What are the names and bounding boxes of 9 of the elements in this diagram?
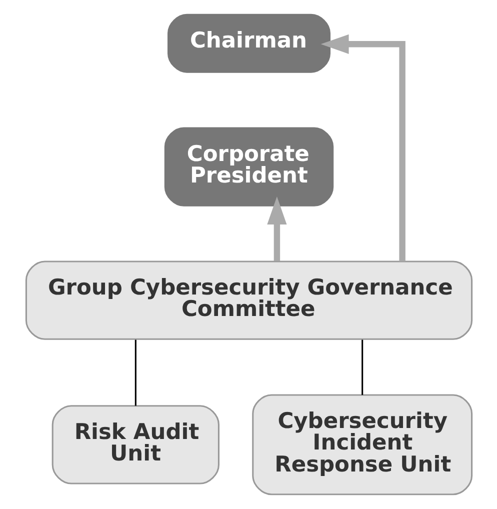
node-box: Corporate President <box>164 127 334 206</box>
node-box: Risk Audit Unit <box>51 405 219 484</box>
connector <box>134 340 136 406</box>
connector <box>361 340 363 395</box>
arrow <box>320 34 405 262</box>
arrow <box>266 196 286 261</box>
node-box: Cybersecurity Incident Response Unit <box>252 394 472 496</box>
node-box: Group Cybersecurity Governance Committee <box>24 260 472 340</box>
node-box: Chairman <box>167 14 330 73</box>
